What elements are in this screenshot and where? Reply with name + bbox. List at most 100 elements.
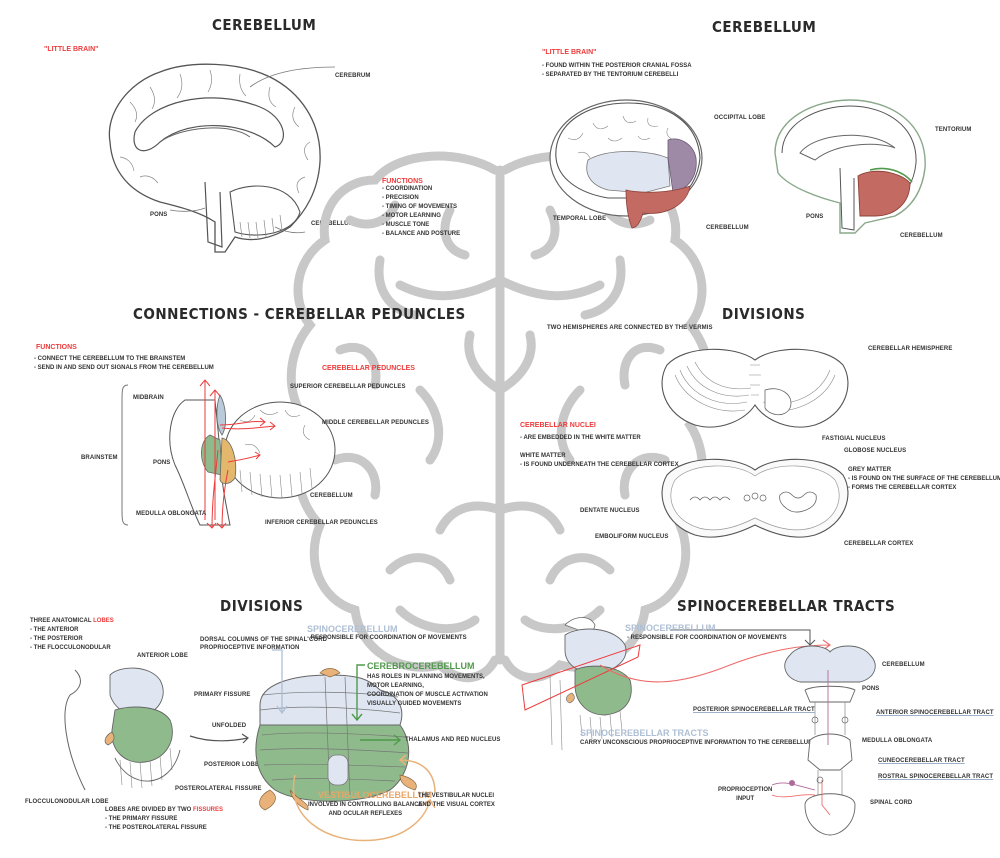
tracts-heading: Spinocerebellar tracts <box>580 728 709 738</box>
label-proprioceptive-info: Proprioceptive information <box>200 645 300 651</box>
cerebellum-hemispheres-illustration <box>661 348 849 428</box>
label-occipital-lobe: Occipital lobe <box>714 115 766 121</box>
note-item: Is found underneath the cerebellar corte… <box>520 461 679 470</box>
note-line: input <box>736 796 755 802</box>
top-left-subtitle: "Little brain" <box>44 46 99 53</box>
note-line: Proprioception <box>718 787 773 793</box>
fissures-list: The primary fissure The posterolateral f… <box>105 815 207 833</box>
note-line: Involved in controlling balance <box>308 802 423 808</box>
vestibular-target-note: The vestibular nuclei and the visual cor… <box>418 792 495 810</box>
functions-item: Balance and posture <box>382 230 460 239</box>
fissures-intro: Lobes are divided by two fissures <box>105 806 223 815</box>
cerebellum-lobes-illustration <box>64 667 181 791</box>
functions-item: Precision <box>382 194 460 203</box>
functions-item: Send in and send out signals from the ce… <box>34 364 214 373</box>
label-dentate-nucleus: Dentate nucleus <box>580 508 640 514</box>
label-superior-peduncles: Superior cerebellar peduncles <box>290 384 406 390</box>
label-cerebellum-peduncles: Cerebellum <box>310 493 353 499</box>
label-tracts-cerebellum: Cerebellum <box>882 662 925 668</box>
note-line: Has roles in planning movements, <box>367 674 485 680</box>
spinocerebellum-heading-right: Spinocerebellum <box>625 623 716 633</box>
lobes-word: lobes <box>93 618 114 624</box>
label-thalamus: Thalamus and red nucleus <box>405 737 501 743</box>
nuclei-heading: Cerebellar nuclei <box>520 422 596 429</box>
label-midbrain: Midbrain <box>133 395 164 401</box>
label-posterior-lobe: Posterior lobe <box>204 762 260 768</box>
label-fastigial-nucleus: Fastigial nucleus <box>822 436 886 442</box>
label-posterolateral-fissure: Posterolateral fissure <box>175 786 262 792</box>
label-unfolded: Unfolded <box>212 723 247 729</box>
cerebrocerebellum-notes: Has roles in planning movements, motor l… <box>367 673 488 709</box>
nuclei-notes: Are embedded in the white matter <box>520 434 640 443</box>
note-item: Forms the cerebellar cortex <box>848 484 1000 493</box>
functions-item: Timing of movements <box>382 203 460 212</box>
cerebrocerebellum-heading: Cerebrocerebellum <box>367 661 475 671</box>
peduncles-functions-heading: Functions <box>36 344 77 351</box>
label-posterior-spinocerebellar-tract: Posterior spinocerebellar tract <box>693 707 815 713</box>
top-right-subtitle: "Little brain" <box>542 49 597 56</box>
spinal-input-arrow-icon <box>272 649 288 715</box>
label-emboliform-nucleus: Emboliform nucleus <box>595 534 669 540</box>
proprioception-input-label: Proprioception input <box>718 786 772 804</box>
note-item: Separated by the tentorium cerebelli <box>542 71 692 80</box>
label-spinal-cord: Spinal cord <box>870 800 913 806</box>
label-tracts-medulla: Medulla oblongata <box>862 738 933 744</box>
tracts-note: Carry unconscious proprioceptive informa… <box>580 740 814 746</box>
divisions-left-title: Divisions <box>220 597 304 615</box>
label-temporal-lobe: Temporal lobe <box>553 216 607 222</box>
label-primary-fissure: Primary fissure <box>194 692 251 698</box>
label-inferior-peduncles: Inferior cerebellar peduncles <box>265 520 378 526</box>
note-line: visually guided movements <box>367 701 462 707</box>
white-matter-heading: White matter <box>520 453 566 459</box>
fissures-word: fissures <box>193 807 224 813</box>
lobe-item: The posterior <box>30 635 111 644</box>
functions-box: Functions Coordination Precision Timing … <box>382 178 460 239</box>
peduncles-functions-list: Connect the cerebellum to the brainstem … <box>34 355 214 373</box>
label-cerebellum-lateral: Cerebellum <box>706 225 749 231</box>
vermis-note: Two hemispheres are connected by the ver… <box>547 325 713 331</box>
spinal-tracts-illustration <box>784 645 876 836</box>
fissure-item: The primary fissure <box>105 815 207 824</box>
label-cerebellum-sagittal: Cerebellum <box>900 233 943 239</box>
cerebellum-nuclei-illustration <box>661 458 849 538</box>
functions-item: Muscle tone <box>382 221 460 230</box>
vestibulo-loop-arrow-icon <box>292 754 436 842</box>
label-brainstem: Brainstem <box>81 455 118 461</box>
lobe-item: The flocculonodular <box>30 644 111 653</box>
label-tracts-pons: Pons <box>862 686 880 692</box>
sagittal-brain-tentorium-illustration <box>774 99 926 234</box>
label-cuneocerebellar-tract: Cuneocerebellar tract <box>878 758 965 764</box>
note-line: and ocular reflexes <box>328 811 403 817</box>
cerebro-output-arrow-icon <box>351 664 402 746</box>
functions-item: Coordination <box>382 185 460 194</box>
label-pons-right: Pons <box>806 214 824 220</box>
spinocerebellum-illustration <box>521 617 641 751</box>
functions-heading: Functions <box>382 178 423 185</box>
note-item: Found within the posterior cranial fossa <box>542 62 692 71</box>
spinocerebellum-notes-left: Responsible for coordination of movement… <box>307 634 467 643</box>
top-left-title: Cerebellum <box>212 16 317 34</box>
label-tentorium: Tentorium <box>935 127 972 133</box>
spinocerebellum-notes-right: Responsible for coordination of movement… <box>627 634 787 643</box>
brainstem-peduncles-illustration <box>121 379 336 529</box>
label-cerebellar-cortex: Cerebellar cortex <box>844 541 914 547</box>
cerebellar-peduncles-heading: Cerebellar peduncles <box>322 365 415 372</box>
note-item: Responsible for coordination of movement… <box>307 634 467 643</box>
note-line: coordination of muscle activation <box>367 692 488 698</box>
label-flocculonodular-lobe: Flocculonodular lobe <box>25 799 109 805</box>
grey-matter-notes: Is found on the surface of the cerebellu… <box>848 475 1000 493</box>
note-item: Is found on the surface of the cerebellu… <box>848 475 1000 484</box>
label-anterior-lobe: Anterior lobe <box>137 653 188 659</box>
functions-item: Motor learning <box>382 212 460 221</box>
lateral-brain-illustration <box>549 99 703 229</box>
label-pons: Pons <box>150 212 168 218</box>
label-cerebrum: Cerebrum <box>335 73 371 79</box>
label-anterior-spinocerebellar-tract: Anterior spinocerebellar tract <box>876 710 994 716</box>
spinocerebellum-heading-left: Spinocerebellum <box>307 624 398 634</box>
vestibulocerebellum-heading: Vestibulocerebellum <box>318 790 433 800</box>
vestibulocerebellum-notes: Involved in controlling balance and ocul… <box>308 801 423 819</box>
top-right-title: Cerebellum <box>712 18 817 36</box>
label-middle-peduncles: Middle cerebellar peduncles <box>322 420 430 426</box>
functions-item: Connect the cerebellum to the brainstem <box>34 355 214 364</box>
proprioception-input-fibers <box>771 780 816 798</box>
